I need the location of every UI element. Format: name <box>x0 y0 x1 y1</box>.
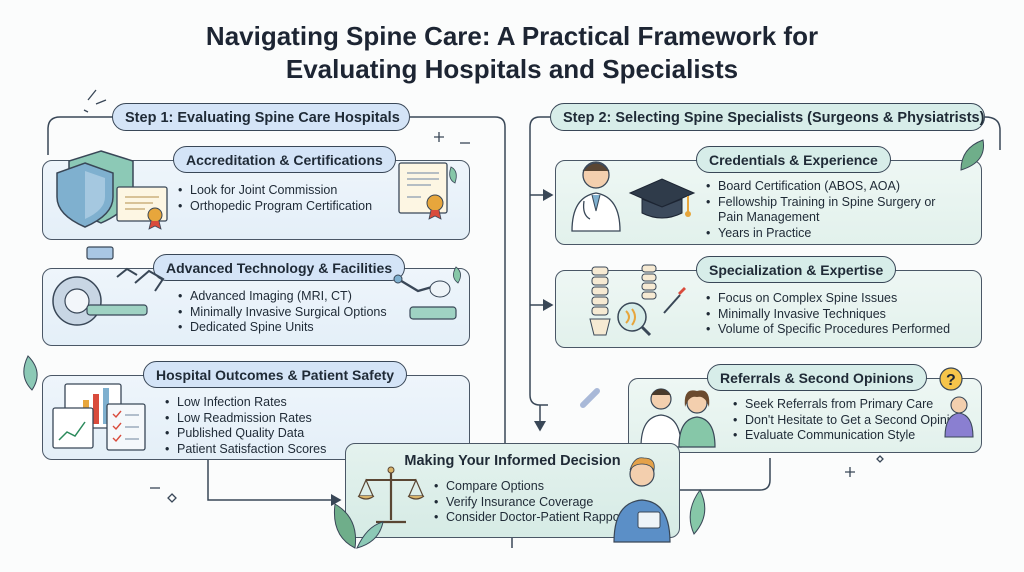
card-specialization-list: Focus on Complex Spine Issues Minimally … <box>706 291 950 338</box>
svg-text:?: ? <box>946 372 956 389</box>
step1-label: Step 1: Evaluating Spine Care Hospitals <box>112 103 410 131</box>
card-accreditation-list: Look for Joint Commission Orthopedic Pro… <box>178 183 372 214</box>
leaf-decoration-icon <box>689 489 706 535</box>
connector-decision-right <box>680 458 771 491</box>
pen-icon <box>580 388 600 408</box>
patient-question-icon: ? <box>939 367 974 438</box>
list-item: Focus on Complex Spine Issues <box>706 291 950 307</box>
title-line-1: Navigating Spine Care: A Practical Frame… <box>205 21 819 51</box>
doctor-tablet-icon <box>613 457 671 543</box>
list-item: Seek Referrals from Primary Care <box>733 397 964 413</box>
card-accreditation: Accreditation & Certifications Look for … <box>42 146 470 240</box>
leaf-decoration-icon <box>960 139 985 171</box>
list-item: Board Certification (ABOS, AOA) <box>706 179 935 195</box>
scales-icon <box>357 466 425 524</box>
card-referrals: Referrals & Second Opinions Seek Referra… <box>628 364 982 453</box>
graduation-cap-icon <box>628 178 696 219</box>
list-item: Consider Doctor-Patient Rapport <box>434 510 627 526</box>
leaf-decoration-icon <box>23 355 38 391</box>
card-technology: Advanced Technology & Facilities Advance… <box>42 246 470 346</box>
card-credentials: Credentials & Experience Board Certifica… <box>555 146 982 245</box>
card-specialization: Specialization & Expertise Focus on Comp… <box>555 256 982 348</box>
doctor-icon <box>571 161 621 232</box>
step2-label: Step 2: Selecting Spine Specialists (Sur… <box>550 103 985 131</box>
list-item: Compare Options <box>434 479 627 495</box>
card-credentials-title: Credentials & Experience <box>696 146 891 173</box>
mri-scanner-icon <box>52 246 165 326</box>
connector-step2-trunk <box>529 116 550 406</box>
list-item: Dedicated Spine Units <box>178 320 387 336</box>
list-item: Fellowship Training in Spine Surgery or <box>706 195 935 211</box>
card-accreditation-title: Accreditation & Certifications <box>173 146 396 173</box>
decision-list: Compare Options Verify Insurance Coverag… <box>434 479 627 526</box>
card-specialization-title: Specialization & Expertise <box>696 256 897 283</box>
list-item-continued: Pain Management <box>718 210 820 224</box>
certificate-icon <box>116 186 168 230</box>
list-item: Minimally Invasive Surgical Options <box>178 305 387 321</box>
title-line-2: Evaluating Hospitals and Specialists <box>285 54 739 84</box>
connector-step1-left <box>47 116 126 155</box>
list-item: Low Infection Rates <box>165 395 326 411</box>
list-item: Volume of Specific Procedures Performed <box>706 322 950 338</box>
list-item: Don't Hesitate to Get a Second Opinion <box>733 413 964 429</box>
bar-chart-icon <box>52 383 146 451</box>
card-technology-title: Advanced Technology & Facilities <box>153 254 406 281</box>
list-item: Orthopedic Program Certification <box>178 199 372 215</box>
list-item: Verify Insurance Coverage <box>434 495 627 511</box>
card-outcomes-title: Hospital Outcomes & Patient Safety <box>143 361 408 388</box>
list-item: Low Readmission Rates <box>165 411 326 427</box>
list-item: Minimally Invasive Techniques <box>706 307 950 323</box>
doctor-patient-icon <box>640 388 716 448</box>
connector-step2-right <box>984 116 1001 150</box>
card-credentials-list: Board Certification (ABOS, AOA) Fellowsh… <box>706 179 935 241</box>
card-referrals-list: Seek Referrals from Primary Care Don't H… <box>733 397 964 444</box>
list-item: Years in Practice <box>706 226 935 242</box>
plus-decoration <box>434 132 444 142</box>
spine-icon <box>589 264 686 337</box>
diagram-title: Navigating Spine Care: A Practical Frame… <box>0 20 1024 86</box>
plus-decoration <box>845 467 855 477</box>
card-technology-list: Advanced Imaging (MRI, CT) Minimally Inv… <box>178 289 387 336</box>
list-item: Evaluate Communication Style <box>733 428 964 444</box>
sparkle-decoration <box>876 455 884 463</box>
list-item: Published Quality Data <box>165 426 326 442</box>
spark-lines-decoration <box>83 89 107 113</box>
decision-box: Making Your Informed Decision Compare Op… <box>345 443 680 543</box>
card-outcomes-list: Low Infection Rates Low Readmission Rate… <box>165 395 326 457</box>
sparkle-decoration <box>167 493 177 503</box>
list-item: Look for Joint Commission <box>178 183 372 199</box>
leaf-decoration-icon <box>333 503 384 549</box>
list-item: Patient Satisfaction Scores <box>165 442 326 458</box>
certificate-icon <box>398 162 457 220</box>
surgical-robot-icon <box>393 266 461 320</box>
decision-title: Making Your Informed Decision <box>404 453 621 469</box>
card-referrals-title: Referrals & Second Opinions <box>707 364 927 391</box>
list-item: Advanced Imaging (MRI, CT) <box>178 289 387 305</box>
connector-hospitals-to-decision <box>207 460 342 506</box>
